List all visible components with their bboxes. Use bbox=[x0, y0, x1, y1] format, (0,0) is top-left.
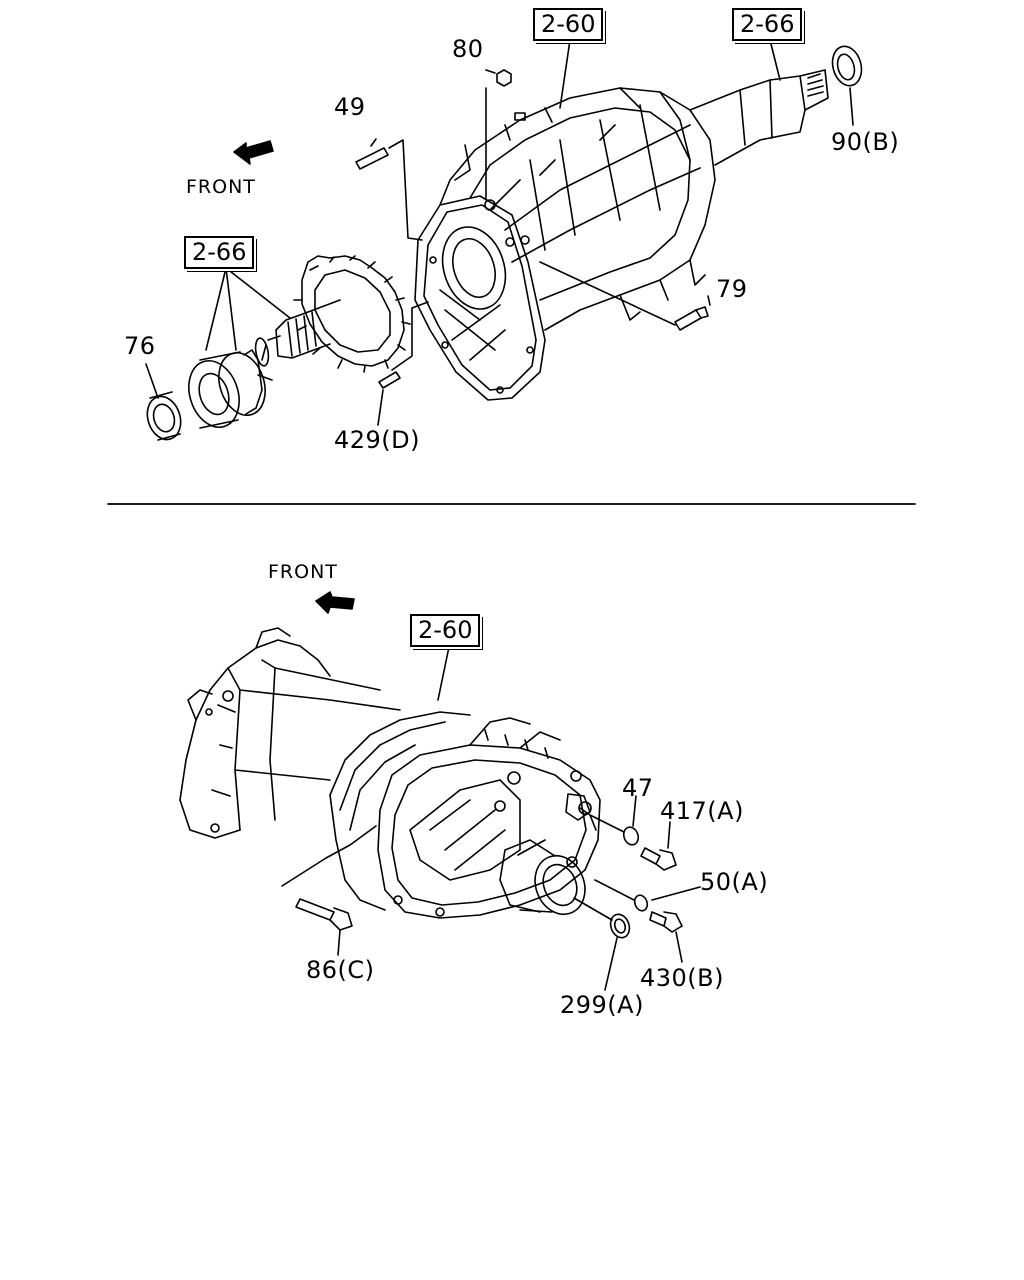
lower-front-label: FRONT bbox=[268, 561, 338, 583]
part-label-80: 80 bbox=[452, 35, 484, 63]
part-417a-bolt bbox=[640, 821, 677, 871]
ref-box-2-60-lower: 2-60 bbox=[410, 614, 481, 647]
lower-front-arrow bbox=[315, 591, 355, 614]
upper-housing bbox=[414, 69, 829, 401]
part-label-417a: 417(A) bbox=[660, 797, 744, 825]
part-label-47: 47 bbox=[622, 774, 654, 802]
part-430b-plug bbox=[649, 911, 683, 963]
part-label-79: 79 bbox=[716, 275, 748, 303]
part-50a-oring bbox=[594, 879, 701, 912]
part-label-299a: 299(A) bbox=[560, 991, 644, 1019]
part-label-90b: 90(B) bbox=[831, 128, 900, 156]
upper-front-arrow bbox=[233, 140, 274, 165]
ref-box-2-66-upper-right: 2-66 bbox=[732, 8, 803, 41]
part-90b-seal bbox=[831, 45, 863, 126]
part-80-nut bbox=[485, 69, 512, 201]
ref-box-2-66-upper-left: 2-66 bbox=[184, 236, 255, 269]
lower-ref-leader bbox=[437, 641, 451, 701]
ref-box-2-60-upper: 2-60 bbox=[533, 8, 604, 41]
part-label-50a: 50(A) bbox=[700, 868, 769, 896]
upper-leaders bbox=[205, 39, 781, 351]
upper-front-label: FRONT bbox=[186, 176, 256, 198]
upper-gear-shaft bbox=[254, 255, 411, 373]
part-47-oring bbox=[589, 795, 640, 846]
upper-bearing bbox=[188, 349, 273, 429]
part-label-49: 49 bbox=[334, 93, 366, 121]
lower-housing bbox=[179, 627, 601, 919]
part-76-seal bbox=[145, 363, 182, 441]
part-49-stud bbox=[355, 138, 423, 241]
part-label-429d: 429(D) bbox=[334, 426, 421, 454]
part-299a-seal bbox=[573, 897, 631, 991]
part-79-bolt bbox=[539, 261, 711, 331]
part-label-430b: 430(B) bbox=[640, 964, 724, 992]
part-label-76: 76 bbox=[124, 332, 156, 360]
part-429d-dowel bbox=[377, 301, 429, 426]
part-86c-bolt bbox=[281, 825, 377, 956]
part-label-86c: 86(C) bbox=[306, 956, 375, 984]
